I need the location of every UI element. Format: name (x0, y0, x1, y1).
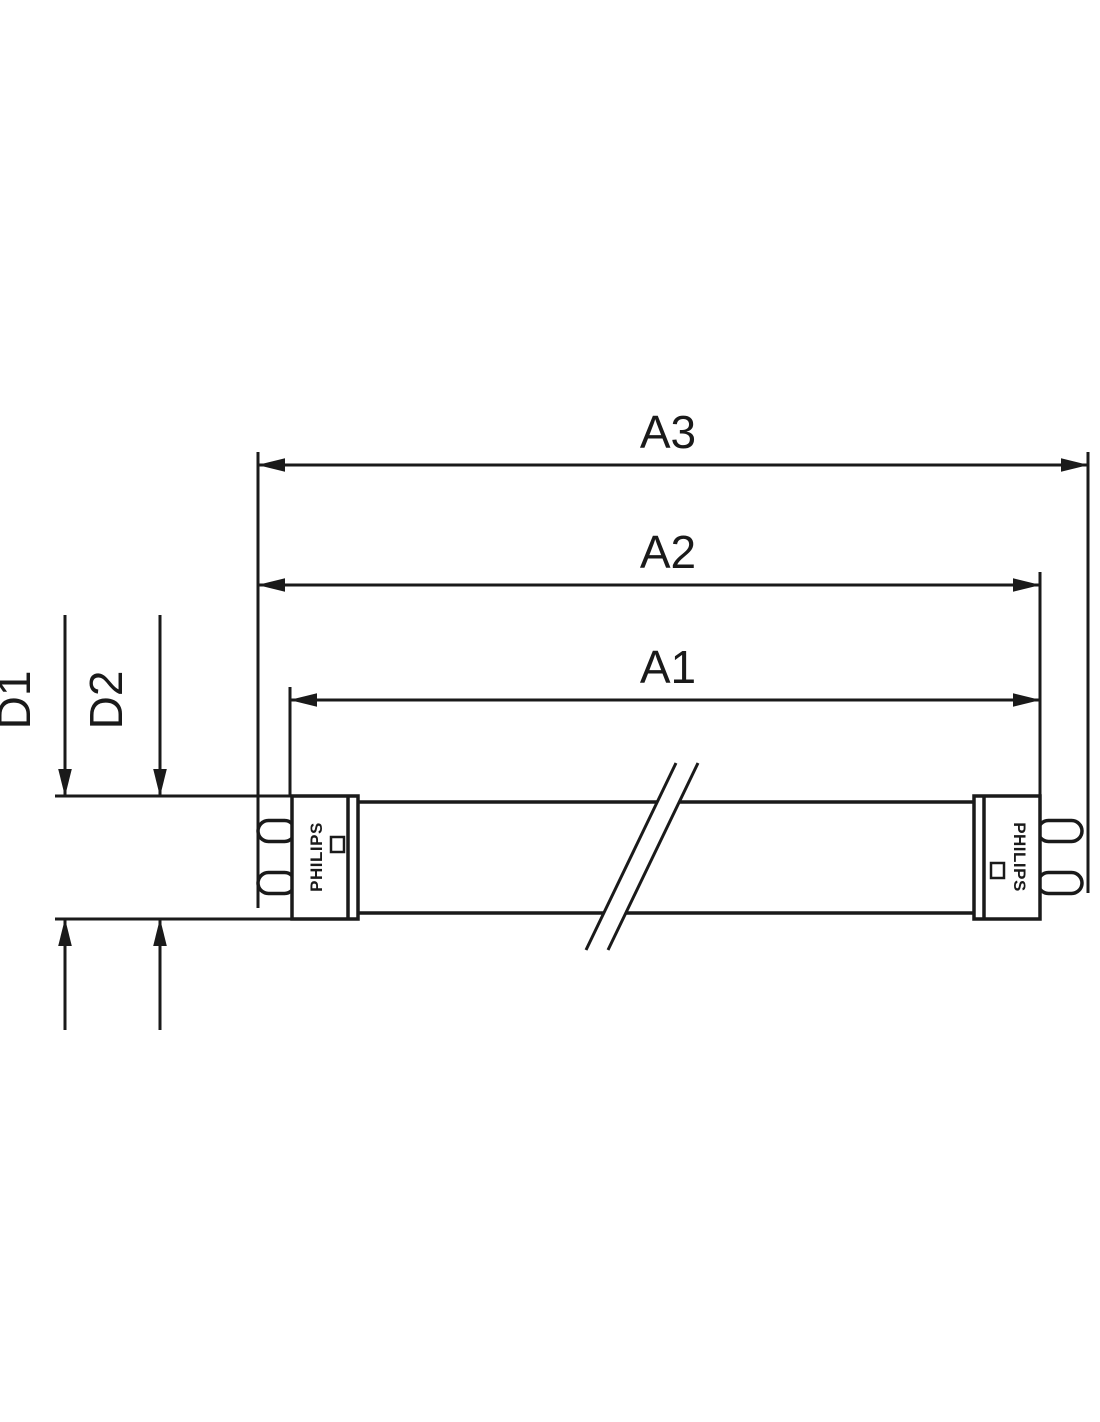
dimension-d2: D2 (80, 615, 167, 1030)
left-pin-bottom (256, 870, 297, 896)
dimension-d1: D1 (0, 615, 292, 1030)
dimension-a2-label: A2 (640, 526, 696, 578)
dimension-a1: A1 (288, 641, 1041, 796)
dimension-d1-label: D1 (0, 671, 40, 730)
right-cap-mark-icon (989, 861, 1006, 880)
left-pin-top (256, 818, 297, 844)
right-pin-bottom (1036, 870, 1084, 896)
dimension-a3: A3 (256, 406, 1090, 908)
dimension-d2-label: D2 (80, 671, 132, 730)
led-tube: PHILIPS PHILIPS (256, 762, 1084, 951)
break-line-right (606, 762, 700, 951)
break-line-left (584, 762, 678, 951)
break-mask (586, 763, 698, 950)
left-cap-brand-label: PHILIPS (307, 822, 326, 892)
dimension-a1-label: A1 (640, 641, 696, 693)
left-cap-mark-icon (329, 835, 346, 854)
dimension-a3-label: A3 (640, 406, 696, 458)
dimension-a2: A2 (257, 526, 1042, 796)
right-pin-top (1036, 818, 1084, 844)
right-cap-brand-label: PHILIPS (1010, 822, 1029, 892)
